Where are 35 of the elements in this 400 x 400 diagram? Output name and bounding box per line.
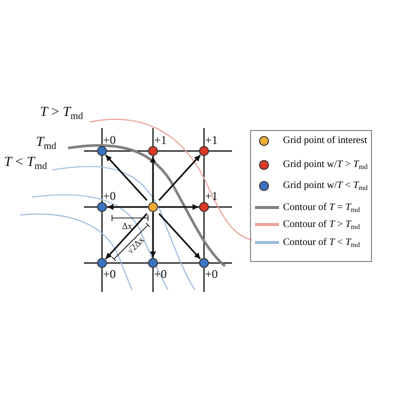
legend-label: Grid point w/T < T$_{md}$ [283,180,368,191]
arrow [150,156,156,202]
value-label: +0 [103,134,116,146]
legend-label: Contour of T < T$_{md}$ [283,237,360,248]
grid-point [148,258,158,268]
temperature-label: T$_{md}$ [36,136,56,150]
grid-point [148,146,158,156]
arrow [108,204,148,210]
legend-label: Grid point w/T > T$_{md}$ [283,159,368,170]
grid-point [199,146,209,156]
legend-label: Contour of T > T$_{md}$ [283,219,360,230]
legend-label: Contour of T = T$_{md}$ [283,202,360,213]
value-label: +1 [154,134,167,146]
value-label: +0 [205,268,218,280]
legend-label: Grid point of interest [283,135,368,146]
arrow [158,154,201,201]
grid-point [199,258,209,268]
value-label: +1 [205,190,218,202]
arrow [158,204,198,210]
grid-point [97,146,107,156]
arrow [158,213,201,260]
grid-point [199,202,209,212]
value-label: +0 [154,268,167,280]
arrow [105,154,148,201]
value-label: +0 [103,190,116,202]
temperature-label: T < T$_{md}$ [4,156,48,170]
arrow [105,213,148,260]
value-label: +0 [103,268,116,280]
grid-point [148,202,158,212]
arrow [150,212,156,258]
grid-point [97,202,107,212]
temperature-label: T > T$_{md}$ [40,106,84,120]
grid-point [97,258,107,268]
dimension-label: Δx [122,222,132,231]
value-label: +1 [205,134,218,146]
